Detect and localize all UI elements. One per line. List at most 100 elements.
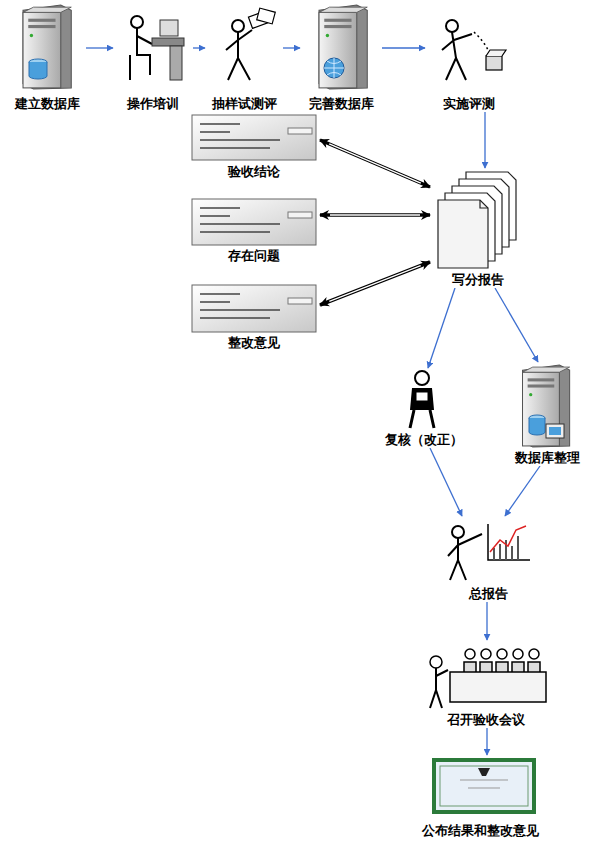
meeting-figure-part (481, 649, 491, 659)
presenter-figure (448, 524, 530, 580)
server-icon-part (549, 427, 561, 435)
node-label: 完善数据库 (307, 96, 376, 112)
connector-line (320, 140, 430, 187)
document-box-part (288, 298, 312, 304)
training-figure-part (137, 28, 150, 75)
connector-line (86, 47, 113, 48)
certificate-icon-part (434, 760, 534, 812)
connector-line (283, 47, 300, 48)
document-box-part (288, 212, 312, 218)
process-node: 存在问题 (188, 196, 320, 264)
meeting-figure-part (464, 662, 540, 672)
flow-connector (495, 288, 538, 362)
server-icon-part (546, 424, 564, 438)
testing-figure (442, 20, 506, 80)
flow-connector (193, 48, 205, 49)
flow-connector (430, 448, 462, 516)
node-label: 操作培训 (125, 96, 181, 112)
flow-connector (320, 215, 430, 216)
training-figure (130, 16, 184, 80)
presenter-figure-part (448, 534, 482, 580)
connector-line (193, 47, 205, 48)
review-figure-part (416, 392, 428, 401)
process-node: 整改意见 (188, 281, 320, 351)
trial-figure (226, 8, 275, 80)
connector-inner-line (330, 214, 420, 215)
review-figure-part (410, 410, 434, 428)
certificate-icon (434, 760, 534, 812)
document-box-part (288, 128, 312, 134)
connector-line (486, 728, 487, 755)
server-icon-part (319, 5, 367, 89)
presenter-figure-part (494, 536, 518, 560)
meeting-figure (430, 649, 546, 708)
server-icon-part (29, 62, 47, 79)
document-box-part (200, 294, 280, 318)
process-node: 抽样试测评 (205, 2, 283, 112)
document-box-part (200, 208, 280, 232)
node-label: 实施评测 (441, 96, 497, 112)
node-label: 存在问题 (226, 248, 282, 264)
process-node: 操作培训 (113, 2, 193, 112)
process-node: 召开验收会议 (420, 640, 552, 728)
trial-figure-part (257, 8, 276, 24)
process-node: 实施评测 (425, 2, 513, 112)
document-stack-part (480, 200, 488, 208)
node-label: 公布结果和整改意见 (420, 823, 541, 839)
training-figure-part (129, 55, 131, 80)
review-figure-part (415, 371, 429, 385)
training-figure-part (152, 38, 184, 46)
server-icon-part (324, 58, 344, 78)
process-node: 验收结论 (188, 112, 320, 180)
node-label: 抽样试测评 (210, 96, 279, 112)
training-figure-part (131, 16, 143, 28)
node-label: 整改意见 (226, 335, 282, 351)
connector-inner-line (329, 266, 420, 302)
connector-line (382, 47, 425, 48)
meeting-figure-part (529, 649, 539, 659)
document-box-part (200, 124, 280, 148)
connector-line (484, 112, 485, 168)
meeting-figure-part (430, 668, 448, 708)
meeting-figure-part (450, 672, 546, 702)
training-figure-part (137, 36, 152, 44)
presenter-figure-part (452, 526, 464, 538)
connector-line (495, 288, 538, 362)
flow-connector (487, 602, 488, 640)
certificate-icon-part (478, 768, 490, 776)
connector-line (430, 448, 462, 516)
meeting-figure-part (465, 649, 475, 659)
server-icon-part (23, 5, 71, 89)
server-icon-part (324, 58, 344, 78)
document-box-part (192, 285, 316, 332)
node-label: 建立数据库 (13, 96, 82, 112)
connector-line (486, 602, 487, 640)
connector-line (320, 262, 430, 305)
flow-connector (487, 728, 488, 755)
meeting-figure-part (513, 649, 523, 659)
server-icon (23, 5, 71, 89)
trial-figure-part (226, 30, 252, 80)
certificate-icon-part (440, 766, 528, 806)
flow-connector (382, 48, 425, 49)
process-node: 数据库整理 (505, 362, 589, 466)
training-figure-part (160, 20, 178, 36)
document-box-part (192, 199, 316, 245)
document-stack (438, 172, 516, 268)
node-label: 召开验收会议 (445, 712, 527, 728)
document-box (192, 115, 316, 160)
flow-connector (283, 48, 300, 49)
review-figure-part (410, 388, 434, 410)
connector-line (505, 466, 540, 516)
server-icon-part (523, 365, 570, 447)
document-box (192, 199, 316, 245)
connector-line (320, 213, 430, 217)
node-label: 数据库整理 (513, 450, 582, 466)
process-node: 公布结果和整改意见 (405, 755, 555, 839)
process-node: 复核（改正） (378, 368, 470, 448)
testing-figure-part (442, 32, 472, 80)
node-label: 验收结论 (226, 164, 282, 180)
document-stack-part (438, 200, 488, 268)
review-figure (410, 371, 434, 428)
